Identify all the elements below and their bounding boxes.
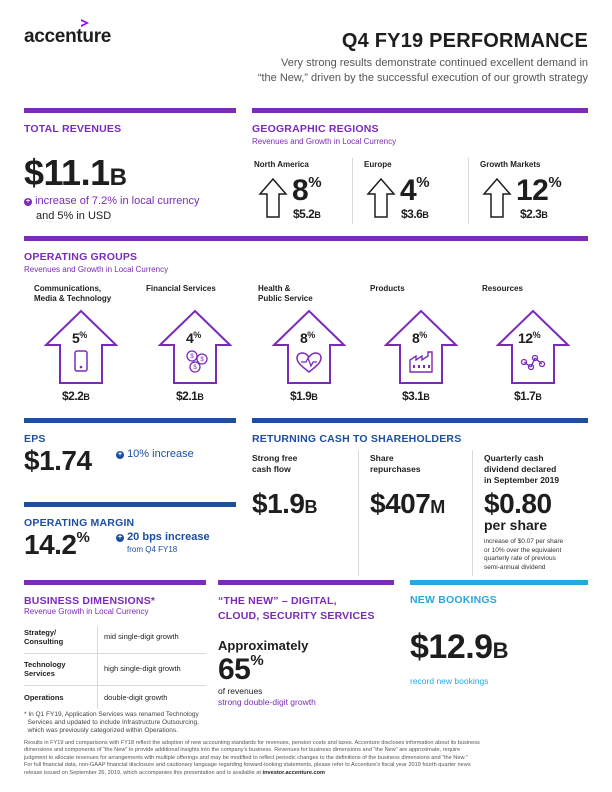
footer-disclaimer: Results in FY19 and comparisons with FY1… (24, 740, 480, 776)
cash-title: RETURNING CASH TO SHAREHOLDERS (252, 433, 462, 445)
new-value: 65% (218, 652, 264, 686)
total-revenues-value: $11.1B (24, 152, 127, 193)
house-arrow-icon (158, 309, 232, 384)
region-name: Growth Markets (480, 160, 541, 169)
region-pct: 4% (400, 174, 430, 207)
logo-chevron-icon (81, 19, 89, 27)
svg-text:$: $ (200, 357, 204, 363)
margin-bar (24, 502, 236, 507)
house-arrow-icon (496, 309, 570, 384)
region-name: North America (254, 160, 309, 169)
margin-note2: from Q4 FY18 (127, 545, 178, 554)
phone-icon (74, 350, 88, 372)
group-amount: $1.7B (514, 389, 542, 403)
arrow-up-icon (482, 177, 512, 218)
new-title: “THE NEW” – DIGITAL,CLOUD, SECURITY SERV… (218, 595, 375, 622)
region-amount: $3.6B (401, 207, 429, 221)
group-name: Communications,Media & Technology (34, 284, 112, 303)
bookings-note: record new bookings (410, 676, 489, 686)
biz-row: Operations double-digit growth (24, 693, 168, 702)
group-pct: 4% (186, 330, 201, 346)
eps-value: $1.74 (24, 445, 92, 476)
eps-title: EPS (24, 433, 46, 445)
arrow-up-icon (366, 177, 396, 218)
group-pct: 12% (518, 330, 541, 346)
group-amount: $1.9B (290, 389, 318, 403)
biz-title: BUSINESS DIMENSIONS* (24, 595, 156, 607)
bookings-bar (410, 580, 588, 585)
page-subtitle-line2: “the New,” driven by the successful exec… (257, 72, 588, 84)
bookings-value: $12.9B (410, 628, 508, 666)
new-of: of revenues (218, 686, 263, 696)
region-amount: $5.2B (293, 207, 321, 221)
eps-bar (24, 418, 236, 423)
arrow-up-icon (258, 177, 288, 218)
group-name: Financial Services (146, 284, 216, 293)
heart-pulse-icon (296, 352, 322, 373)
biz-footnote: * In Q1 FY19, Application Services was r… (24, 711, 199, 734)
region-pct: 8% (292, 174, 322, 207)
bookings-title: NEW BOOKINGS (410, 594, 497, 606)
plus-icon: + (24, 198, 32, 206)
biz-subtitle: Revenue Growth in Local Currency (24, 607, 149, 616)
geo-subtitle: Revenues and Growth in Local Currency (252, 137, 397, 146)
group-name: Products (370, 284, 405, 293)
group-pct: 8% (412, 330, 427, 346)
total-revenues-usd: and 5% in USD (36, 210, 112, 222)
network-icon (520, 354, 546, 371)
new-growth: strong double-digit growth (218, 697, 316, 707)
region-amount: $2.3B (520, 207, 548, 221)
plus-icon: + (116, 534, 124, 542)
region-name: Europe (364, 160, 392, 169)
new-bar (218, 580, 394, 585)
group-name: Health &Public Service (258, 284, 313, 303)
investor-link[interactable]: investor.accenture.com (262, 769, 326, 776)
op-groups-bar (24, 236, 588, 241)
cash-bar (252, 418, 588, 423)
page-subtitle-line1: Very strong results demonstrate continue… (281, 57, 588, 69)
plus-icon: + (116, 451, 124, 459)
fcf-value: $1.9B (252, 488, 317, 519)
op-groups-subtitle: Revenues and Growth in Local Currency (24, 265, 169, 274)
eps-note: + 10% increase (116, 448, 194, 460)
total-revenues-growth: + increase of 7.2% in local currency (24, 195, 200, 207)
svg-text:$: $ (190, 354, 194, 360)
coins-icon: $$$ (186, 350, 208, 373)
total-revenues-bar (24, 108, 236, 113)
margin-value: 14.2% (24, 529, 90, 560)
page-title: Q4 FY19 PERFORMANCE (341, 30, 588, 52)
dividend-per-share: per share (484, 517, 548, 533)
new-approx: Approximately (218, 638, 309, 653)
biz-row: Strategy/Consulting mid single-digit gro… (24, 628, 179, 646)
op-groups-title: OPERATING GROUPS (24, 251, 138, 263)
dividend-value: $0.80 (484, 488, 552, 519)
group-amount: $2.1B (176, 389, 204, 403)
total-revenues-title: TOTAL REVENUES (24, 123, 122, 135)
region-pct: 12% (516, 174, 562, 207)
biz-bar (24, 580, 206, 585)
house-arrow-icon (272, 309, 346, 384)
group-pct: 5% (72, 330, 87, 346)
accenture-logo: accenture (24, 19, 111, 48)
geo-bar (252, 108, 588, 113)
group-amount: $2.2B (62, 389, 90, 403)
margin-note: + 20 bps increase (116, 531, 210, 543)
house-arrow-icon (44, 309, 118, 384)
repurchase-value: $407M (370, 488, 445, 519)
group-pct: 8% (300, 330, 315, 346)
group-amount: $3.1B (402, 389, 430, 403)
svg-text:$: $ (193, 365, 197, 371)
house-arrow-icon (384, 309, 458, 384)
factory-icon (409, 351, 433, 373)
margin-title: OPERATING MARGIN (24, 517, 135, 529)
group-name: Resources (482, 284, 523, 293)
geo-title: GEOGRAPHIC REGIONS (252, 123, 379, 135)
